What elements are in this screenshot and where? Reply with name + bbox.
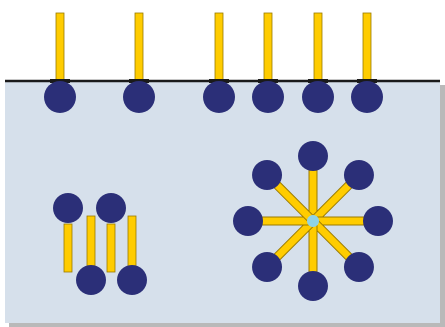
hydrophobic-tail-bar [214, 12, 224, 86]
polar-head-circle [252, 251, 283, 282]
micelle-core [307, 215, 319, 227]
polar-head-circle [351, 81, 383, 113]
bilayer-molecule [76, 215, 106, 295]
hydrophobic-tail-bar [310, 218, 353, 261]
bilayer-group [53, 193, 147, 295]
polar-head-circle [302, 81, 334, 113]
bilayer-molecule [53, 193, 83, 273]
polar-head-circle [76, 265, 106, 295]
surfactant-molecule [252, 12, 284, 113]
micelle-molecule [298, 141, 328, 221]
polar-head-circle [96, 193, 126, 223]
polar-head-circle [252, 160, 283, 191]
hydrophobic-tail-bar [273, 181, 316, 224]
polar-head-circle [343, 160, 374, 191]
hydrophobic-tail-bar [310, 181, 353, 224]
hydrophobic-tail-bar [63, 223, 73, 273]
hydrophobic-tail-bar [362, 12, 372, 86]
polar-head-circle [298, 271, 328, 301]
polar-head-circle [53, 193, 83, 223]
surfactant-molecule [302, 12, 334, 113]
hydrophobic-tail-bar [86, 215, 96, 267]
hydrophobic-tail-bar [313, 12, 323, 86]
polar-head-circle [298, 141, 328, 171]
micelle-group [233, 141, 393, 301]
polar-head-circle [203, 81, 235, 113]
micelle-molecule [313, 206, 393, 236]
polar-head-circle [233, 206, 263, 236]
hydrophobic-tail-bar [127, 215, 137, 267]
polar-head-circle [252, 81, 284, 113]
hydrophobic-tail-bar [55, 12, 65, 86]
micelle-molecule [252, 160, 317, 225]
surfactant-molecule [123, 12, 155, 113]
polar-head-circle [363, 206, 393, 236]
hydrophobic-tail-bar [134, 12, 144, 86]
polar-head-circle [117, 265, 147, 295]
polar-head-circle [343, 251, 374, 282]
surfactant-molecule [203, 12, 235, 113]
polar-head-circle [123, 81, 155, 113]
bilayer-molecule [96, 193, 126, 273]
micelle-molecule [252, 217, 317, 282]
polar-head-circle [44, 81, 76, 113]
micelle-molecule [309, 160, 374, 225]
bilayer-molecule [117, 215, 147, 295]
surface-monolayer [44, 12, 383, 113]
micelle-molecule [309, 217, 374, 282]
micelle-molecule [298, 221, 328, 301]
hydrophobic-tail-bar [273, 218, 316, 261]
hydrophobic-tail-bar [106, 223, 116, 273]
micelle-molecule [233, 206, 313, 236]
hydrophobic-tail-bar [263, 12, 273, 86]
surfactant-molecule [351, 12, 383, 113]
surfactant-molecule [44, 12, 76, 113]
